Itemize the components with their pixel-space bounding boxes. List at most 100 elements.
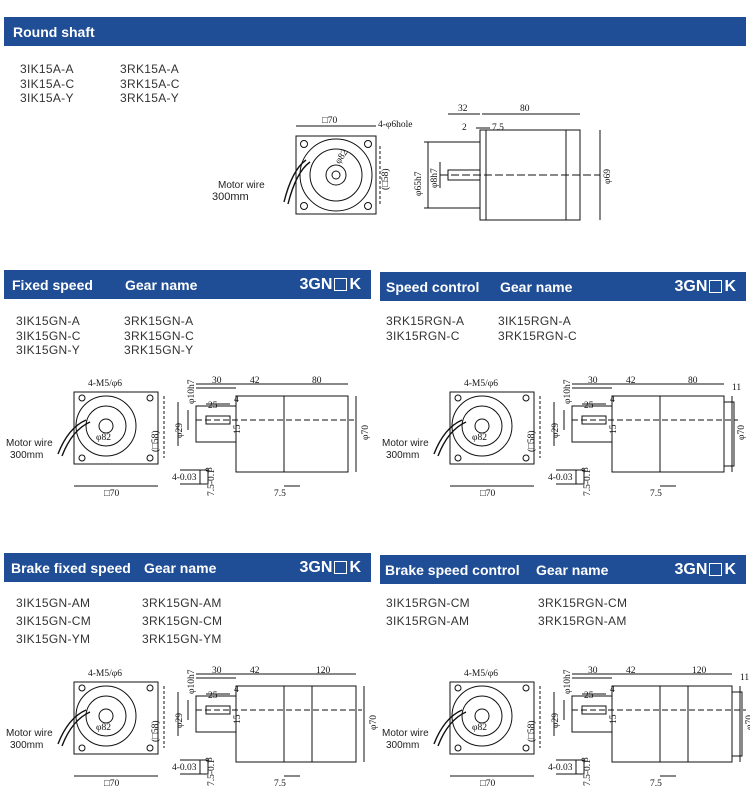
dim-11: 11 — [740, 673, 749, 683]
placeholder-box-icon — [334, 278, 348, 291]
dim-phi82: φ82 — [472, 723, 487, 733]
dim-4: 4 — [234, 685, 239, 695]
dim-25: 25 — [208, 691, 218, 701]
dim-phi70: φ70 — [737, 425, 747, 440]
dim-32: 32 — [458, 104, 468, 114]
dim-body-length: 120 — [692, 666, 707, 676]
motor-wire-length: 300mm — [386, 450, 419, 461]
dim-sq58: (□58) — [526, 430, 537, 452]
dim-hole: 4-φ6hole — [378, 120, 413, 130]
section-title: Brake fixed speed — [11, 559, 131, 576]
dim-phi10: φ10h7 — [563, 669, 573, 694]
shaft-circle — [474, 418, 490, 434]
drawing-lines — [433, 383, 738, 487]
mount-hole — [522, 744, 530, 752]
dim-phi82: φ82 — [472, 433, 487, 443]
dim-mounting-holes: 4-M5/φ6 — [464, 669, 498, 679]
dim-body-length: 80 — [312, 376, 322, 386]
hub-circle — [461, 695, 503, 737]
hub-circle — [85, 695, 127, 737]
mount-hole — [522, 454, 530, 462]
dim-phi70: φ70 — [361, 425, 371, 440]
model-list-round-b: 3RK15A-A 3RK15A-C 3RK15A-Y — [120, 62, 180, 106]
motor-wire — [57, 709, 87, 745]
model-item: 3RK15GN-A — [124, 314, 194, 328]
model-item: 3RK15A-C — [120, 76, 180, 91]
drawing-lines — [57, 673, 365, 777]
flange-circle — [75, 685, 137, 747]
section-header-round-shaft: Round shaft — [4, 17, 746, 46]
mount-hole — [522, 394, 530, 402]
mount-hole — [78, 684, 86, 692]
drawing-lines — [57, 383, 357, 487]
dim-15: 15 — [233, 424, 243, 434]
mount-hole — [454, 684, 462, 692]
dim-key-depth: 7.5-0.1 — [583, 469, 593, 496]
mount-hole — [454, 454, 462, 462]
model-list-speed-b: 3IK15RGN-A 3RK15RGN-C — [498, 314, 577, 343]
motor-wire-label: Motor wire — [6, 438, 53, 449]
model-item: 3RK15RGN-CM — [538, 596, 628, 610]
dim-15: 15 — [233, 714, 243, 724]
dim-phi10: φ10h7 — [187, 379, 197, 404]
dim-sq58: (□58) — [150, 720, 161, 742]
dim-mounting-holes: 4-M5/φ6 — [464, 379, 498, 389]
motor-wire — [437, 421, 467, 457]
mount-hole — [146, 684, 154, 692]
model-item: 3RK15A-Y — [120, 91, 180, 105]
key-detail — [575, 469, 585, 485]
model-item: 3RK15GN-YM — [142, 632, 222, 646]
motor-wire-label: Motor wire — [218, 180, 265, 191]
fan-cover — [723, 401, 735, 467]
flange-circle — [451, 395, 513, 457]
dim-phi29: φ29 — [551, 713, 561, 728]
dim-4: 4 — [610, 685, 615, 695]
dim-phi8: φ8h7 — [430, 168, 440, 188]
model-item: 3IK15RGN-CM — [386, 596, 470, 610]
dim-42: 42 — [626, 666, 636, 676]
dim-4: 4 — [234, 395, 239, 405]
dim-42: 42 — [626, 376, 636, 386]
model-item: 3RK15RGN-C — [498, 328, 578, 343]
dim-phi29: φ29 — [175, 423, 185, 438]
fan-cover — [731, 691, 743, 757]
mount-hole — [78, 454, 86, 462]
section-title: Speed control — [386, 278, 480, 295]
dim-7-5: 7.5 — [650, 779, 662, 789]
placeholder-box-icon — [334, 561, 348, 574]
model-item: 3RK15A-A — [120, 62, 180, 76]
mount-hole — [146, 394, 154, 402]
dim-phi70: φ70 — [369, 715, 379, 730]
dim-sq58: (□58) — [380, 168, 391, 190]
model-list-fixed-a: 3IK15GN-A 3IK15GN-C 3IK15GN-Y — [16, 314, 81, 358]
motor-wire-length: 300mm — [386, 740, 419, 751]
gear-name-heading: Gear name — [500, 278, 573, 295]
mount-hole — [522, 684, 530, 692]
model-item: 3RK15GN-Y — [124, 343, 194, 357]
model-item: 3RK15RGN-A — [386, 314, 465, 328]
model-item: 3IK15RGN-C — [386, 328, 460, 343]
dim-phi82: φ82 — [334, 148, 351, 166]
model-item: 3IK15GN-AM — [16, 596, 91, 610]
motor-wire — [61, 711, 91, 747]
dim-30: 30 — [212, 666, 222, 676]
motor-wire-label: Motor wire — [382, 438, 429, 449]
model-list-round-a: 3IK15A-A 3IK15A-C 3IK15A-Y — [20, 62, 74, 106]
key-detail — [199, 469, 209, 485]
dim-30: 30 — [212, 376, 222, 386]
dim-mounting-holes: 4-M5/φ6 — [88, 379, 122, 389]
dim-phi29: φ29 — [175, 713, 185, 728]
mount-hole — [78, 744, 86, 752]
mount-hole — [78, 394, 86, 402]
motor-wire — [437, 711, 467, 747]
dim-phi69: φ69 — [603, 169, 613, 184]
flange-circle — [75, 395, 137, 457]
dim-phi70: φ70 — [745, 715, 750, 730]
model-item: 3RK15RGN-AM — [538, 614, 627, 628]
